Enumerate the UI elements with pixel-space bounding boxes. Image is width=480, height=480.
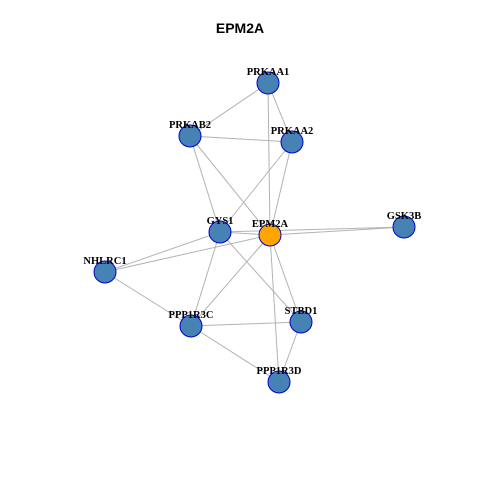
node-circle-ppp1r3d	[267, 370, 291, 394]
node-circle-ppp1r3c	[179, 314, 203, 338]
edge-epm2a-ppp1r3c	[190, 234, 271, 327]
node-ppp1r3d: PPP1R3D	[257, 366, 302, 394]
node-label-gys1: GYS1	[207, 216, 234, 227]
edge-ppp1r3c-ppp1r3d	[190, 325, 280, 383]
node-label-ppp1r3d: PPP1R3D	[257, 366, 302, 377]
node-prkaa1: PRKAA1	[247, 67, 290, 95]
node-gys1: GYS1	[207, 216, 234, 244]
node-epm2a: EPM2A	[252, 219, 289, 247]
edge-epm2a-nhlrc1	[104, 234, 271, 273]
figure-title: EPM2A	[215, 20, 265, 36]
node-label-nhlrc1: NHLRC1	[83, 256, 126, 267]
edge-epm2a-ppp1r3d	[269, 234, 280, 383]
node-label-stbd1: STBD1	[285, 306, 318, 317]
node-circle-prkaa1	[256, 71, 280, 95]
edge-prkaa1-prkab2	[189, 82, 269, 137]
node-circle-gsk3b	[392, 215, 416, 239]
node-label-gsk3b: GSK3B	[387, 211, 421, 222]
edge-gys1-nhlrc1	[104, 231, 221, 273]
edge-prkab2-gys1	[189, 135, 221, 233]
edge-epm2a-gsk3b	[269, 226, 405, 236]
node-label-prkaa2: PRKAA2	[271, 126, 314, 137]
edge-prkaa2-gys1	[219, 141, 293, 233]
node-circle-stbd1	[289, 310, 313, 334]
node-circle-prkaa2	[280, 130, 304, 154]
node-circle-prkab2	[178, 124, 202, 148]
edge-gys1-stbd1	[219, 231, 302, 323]
node-label-prkaa1: PRKAA1	[247, 67, 290, 78]
node-prkaa2: PRKAA2	[271, 126, 314, 154]
edge-prkab2-prkaa2	[189, 135, 293, 143]
node-circle-gys1	[208, 220, 232, 244]
edge-ppp1r3c-stbd1	[190, 321, 302, 327]
edge-nhlrc1-ppp1r3c	[104, 271, 192, 327]
node-ppp1r3c: PPP1R3C	[169, 310, 214, 338]
edge-layer	[104, 82, 405, 383]
edge-prkaa2-epm2a	[269, 141, 293, 236]
edge-prkab2-epm2a	[189, 135, 271, 236]
node-label-ppp1r3c: PPP1R3C	[169, 310, 214, 321]
node-label-epm2a: EPM2A	[252, 219, 289, 230]
edge-prkaa1-epm2a	[267, 82, 271, 236]
node-circle-nhlrc1	[93, 260, 117, 284]
node-prkab2: PRKAB2	[169, 120, 211, 148]
node-nhlrc1: NHLRC1	[83, 256, 127, 284]
node-stbd1: STBD1	[285, 306, 318, 334]
node-label-prkab2: PRKAB2	[169, 120, 211, 131]
node-circle-epm2a	[258, 223, 282, 247]
edge-gys1-gsk3b	[219, 226, 405, 233]
edge-epm2a-stbd1	[269, 234, 302, 323]
node-gsk3b: GSK3B	[387, 211, 421, 239]
